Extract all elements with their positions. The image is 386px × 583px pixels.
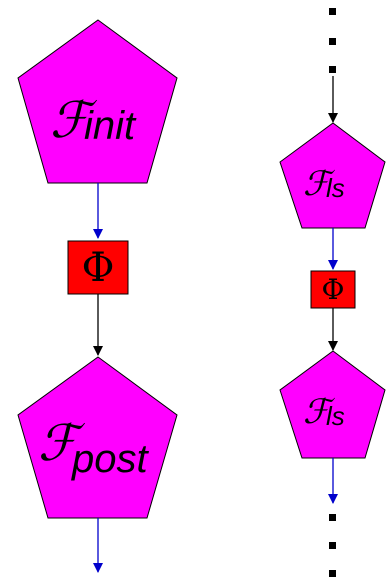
- f-init-subscript: init: [84, 104, 137, 148]
- pentagon-f-ls-bottom: ℱ ls: [279, 350, 386, 459]
- continuation-dots-bottom: [329, 514, 336, 577]
- pentagon-f-init: ℱ init: [17, 19, 178, 184]
- pentagon-f-post: ℱ post: [17, 356, 178, 519]
- phi-symbol-left: Φ: [82, 245, 115, 291]
- f-ls-bottom-subscript: ls: [326, 401, 345, 431]
- continuation-dots-top: [329, 8, 336, 73]
- phi-symbol-right: Φ: [322, 273, 345, 306]
- pentagon-f-ls-top: ℱ ls: [279, 122, 386, 229]
- phi-box-left: Φ: [67, 240, 129, 295]
- phi-box-right: Φ: [310, 270, 356, 309]
- f-post-subscript: post: [71, 437, 149, 481]
- left-chain: ℱ init Φ ℱ post: [17, 19, 178, 573]
- right-chain: ℱ ls Φ ℱ ls: [279, 8, 386, 577]
- f-ls-top-subscript: ls: [326, 173, 345, 203]
